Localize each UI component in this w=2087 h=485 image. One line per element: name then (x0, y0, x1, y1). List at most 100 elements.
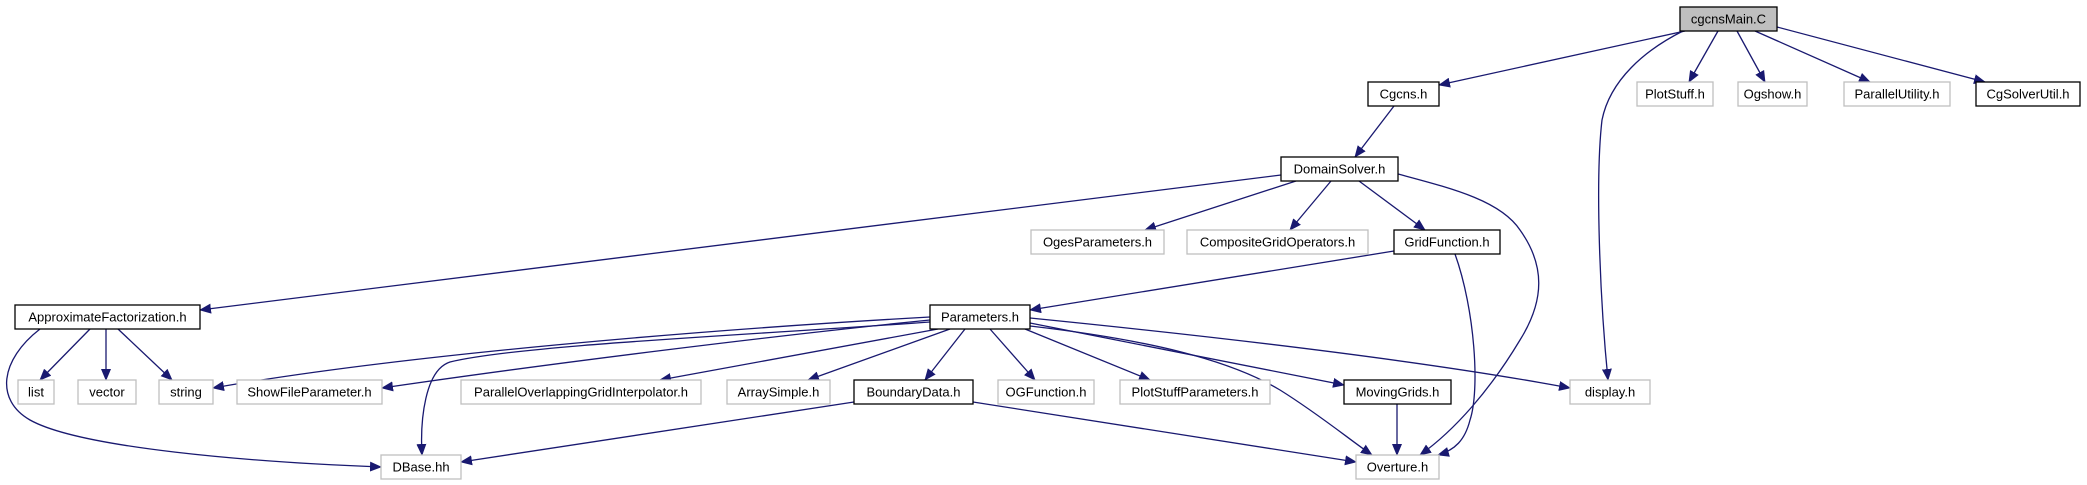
node-box (1186, 229, 1369, 255)
node-Overture: Overture.h (1355, 454, 1440, 480)
edge-GridFunction-to-Parameters (1029, 250, 1395, 314)
node-label: BoundaryData.h (867, 385, 961, 400)
node-box (1355, 454, 1440, 480)
node-CompositeGridOperators: CompositeGridOperators.h (1186, 229, 1369, 255)
node-GridFunction[interactable]: GridFunction.h (1393, 229, 1501, 255)
node-label: ParallelUtility.h (1854, 87, 1939, 102)
edge-arrow (1029, 250, 1395, 314)
edge-arrow (1358, 180, 1426, 231)
node-label: display.h (1585, 385, 1635, 400)
node-label: OGFunction.h (1006, 385, 1087, 400)
node-Ogshow: Ogshow.h (1737, 81, 1808, 107)
node-PlotStuff: PlotStuff.h (1636, 81, 1714, 107)
node-ParallelUtility: ParallelUtility.h (1843, 81, 1951, 107)
edge-arrow (1776, 26, 1986, 85)
edge-arrow (39, 328, 91, 381)
node-ParallelOverlappingGridInterpolator: ParallelOverlappingGridInterpolator.h (460, 379, 702, 405)
node-MovingGrids[interactable]: MovingGrids.h (1343, 379, 1452, 405)
node-box (1636, 81, 1714, 107)
node-box (1737, 81, 1808, 107)
node-label: cgcnsMain.C (1691, 12, 1766, 27)
edge-Parameters-to-BoundaryData (924, 328, 966, 381)
node-box (1569, 379, 1651, 405)
node-label: CgSolverUtil.h (1986, 87, 2069, 102)
edge-cgcnsMain-to-display (1598, 30, 1684, 381)
edge-DomainSolver-to-GridFunction (1358, 180, 1426, 231)
edge-cgcnsMain-to-ParallelUtility (1754, 30, 1871, 83)
node-OGFunction: OGFunction.h (997, 379, 1095, 405)
edge-Parameters-to-DBase (416, 321, 931, 456)
node-label: Ogshow.h (1744, 87, 1802, 102)
node-CgSolverUtil[interactable]: CgSolverUtil.h (1975, 81, 2081, 107)
edge-Parameters-to-PlotStuffParameters (1024, 328, 1151, 381)
node-box (1393, 229, 1501, 255)
edge-cgcnsMain-to-PlotStuff (1688, 30, 1719, 83)
node-box (1975, 81, 2081, 107)
edge-arrow (924, 328, 966, 381)
node-list: list (17, 379, 55, 405)
edge-arrow (6, 328, 382, 472)
node-DomainSolver[interactable]: DomainSolver.h (1280, 156, 1399, 182)
node-label: ApproximateFactorization.h (28, 310, 186, 325)
edge-arrow (1144, 180, 1297, 232)
node-box (1367, 81, 1440, 107)
edge-arrow (1688, 30, 1719, 83)
node-label: MovingGrids.h (1356, 385, 1440, 400)
node-Parameters[interactable]: Parameters.h (929, 304, 1031, 330)
node-box (929, 304, 1031, 330)
node-box (77, 379, 137, 405)
node-box (17, 379, 55, 405)
edge-ApproximateFactorization-to-list (39, 328, 91, 381)
node-label: DBase.hh (392, 460, 449, 475)
node-box (1343, 379, 1452, 405)
node-label: CompositeGridOperators.h (1200, 235, 1355, 250)
node-label: Overture.h (1367, 460, 1428, 475)
edge-cgcnsMain-to-CgSolverUtil (1776, 26, 1986, 85)
edge-Parameters-to-ParallelOverlappingGridInterpolator (659, 328, 939, 383)
edge-ApproximateFactorization-to-DBase (6, 328, 382, 472)
node-label: DomainSolver.h (1294, 162, 1386, 177)
edge-Cgcns-to-DomainSolver (1354, 105, 1395, 158)
edge-arrow (1437, 253, 1476, 457)
node-cgcnsMain[interactable]: cgcnsMain.C (1679, 6, 1778, 32)
node-label: string (170, 385, 202, 400)
node-BoundaryData[interactable]: BoundaryData.h (853, 379, 974, 405)
node-label: ArraySimple.h (738, 385, 820, 400)
edge-Parameters-to-ArraySimple (807, 328, 951, 381)
node-box (236, 379, 383, 405)
edge-ApproximateFactorization-to-string (117, 328, 173, 381)
node-box (853, 379, 974, 405)
edge-arrow (1029, 317, 1571, 391)
edge-Parameters-to-OGFunction (989, 328, 1036, 381)
node-box (1030, 229, 1165, 255)
edge-arrow (1024, 328, 1151, 381)
edge-arrow (989, 328, 1036, 381)
edge-DomainSolver-to-OgesParameters (1144, 180, 1297, 232)
edge-arrow (1354, 105, 1395, 158)
edge-arrow (460, 401, 855, 466)
node-label: ParallelOverlappingGridInterpolator.h (474, 385, 688, 400)
edge-cgcnsMain-to-Cgcns (1438, 30, 1686, 88)
edge-arrow (212, 316, 931, 392)
edge-arrow (117, 328, 173, 381)
edge-cgcnsMain-to-Ogshow (1736, 30, 1766, 83)
edge-DomainSolver-to-ApproximateFactorization (199, 174, 1282, 314)
node-label: ShowFileParameter.h (247, 385, 371, 400)
node-box (158, 379, 214, 405)
node-Cgcns[interactable]: Cgcns.h (1367, 81, 1440, 107)
node-ArraySimple: ArraySimple.h (726, 379, 831, 405)
node-vector: vector (77, 379, 137, 405)
edge-GridFunction-to-Overture (1437, 253, 1476, 457)
node-OgesParameters: OgesParameters.h (1030, 229, 1165, 255)
edge-arrow (1754, 30, 1871, 83)
node-box (1280, 156, 1399, 182)
node-box (726, 379, 831, 405)
node-box (380, 454, 462, 480)
node-ApproximateFactorization[interactable]: ApproximateFactorization.h (14, 304, 201, 330)
node-ShowFileParameter: ShowFileParameter.h (236, 379, 383, 405)
node-box (1679, 6, 1778, 32)
edge-arrow (1598, 30, 1684, 381)
edge-DomainSolver-to-Overture (1397, 173, 1540, 456)
